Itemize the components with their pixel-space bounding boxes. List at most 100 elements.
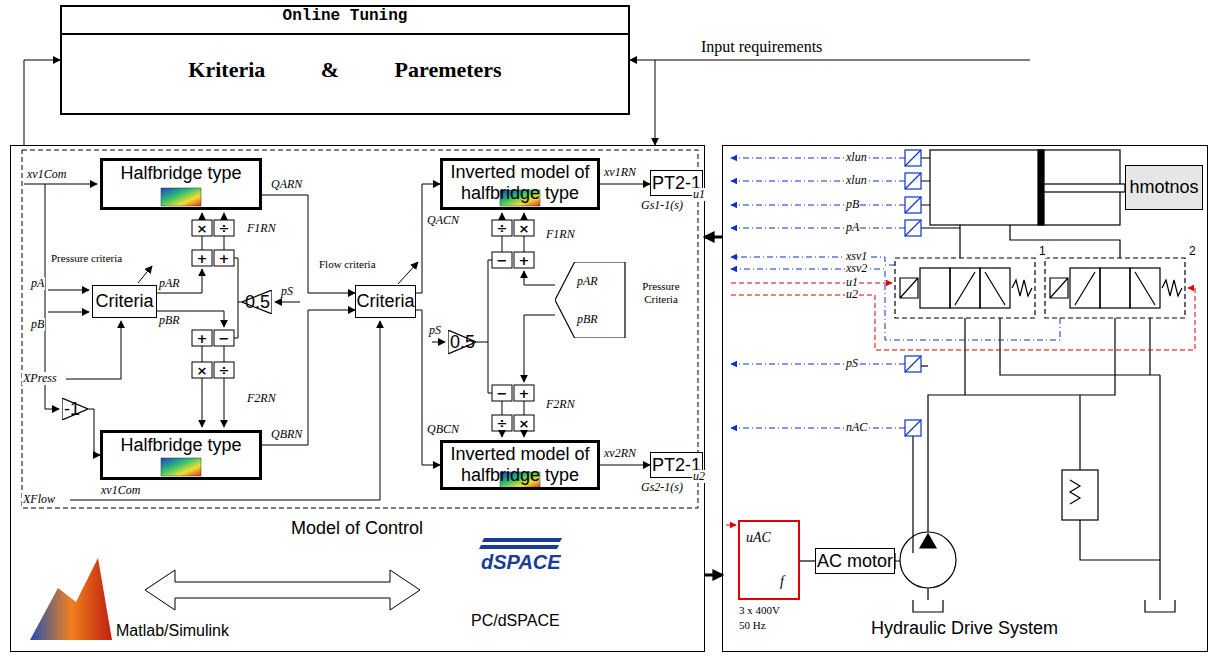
sensor-boxes xyxy=(905,150,921,436)
node-text: hmotnos xyxy=(1129,177,1198,198)
signal-label: Input requirements xyxy=(700,38,823,56)
control-wiring xyxy=(22,60,1030,508)
node-text: f xyxy=(780,574,784,590)
operator-symbol: ÷ xyxy=(493,221,511,235)
node-text: Kriteria & Paremeters xyxy=(62,57,628,83)
signal-label: pB xyxy=(30,318,45,331)
connector xyxy=(416,184,440,293)
signal-label: xlun xyxy=(845,174,868,187)
operator-symbol: + xyxy=(215,251,233,265)
hydraulic-schematic xyxy=(800,150,1185,612)
signal-label: F1RN xyxy=(246,222,277,235)
operator-symbol: × xyxy=(515,416,533,430)
signal-label: F2RN xyxy=(545,398,576,411)
signal-label: Pressure criteria xyxy=(50,252,123,264)
signal-label: 1 xyxy=(1038,244,1047,258)
node-text: uAC xyxy=(746,530,771,546)
operator-symbol: × xyxy=(193,221,211,235)
signal-label: pAR xyxy=(158,277,181,290)
signal-label: xlun xyxy=(845,151,868,164)
connector xyxy=(24,60,60,145)
gain-triangle: -1 xyxy=(62,398,88,420)
signal-label: F1RN xyxy=(545,228,576,241)
criteria-block: Criteria xyxy=(355,285,416,318)
signal-label: XPress xyxy=(22,372,58,385)
gain-triangle: 0.5 xyxy=(242,290,272,314)
gain-triangle: 0.5 xyxy=(448,330,476,354)
operator-symbol: × xyxy=(515,221,533,235)
operator-symbol: × xyxy=(193,363,211,377)
signal-label: pA xyxy=(30,277,45,290)
signal-label: F2RN xyxy=(246,392,277,405)
signal-label: dSPACE xyxy=(480,551,562,573)
node-text: Halfbridge type xyxy=(120,163,241,184)
signal-label: PC/dSPACE xyxy=(470,612,561,630)
node-text: Halfbridge type xyxy=(120,435,241,456)
signal-label: 50 Hz xyxy=(738,619,767,631)
signal-label: pA xyxy=(845,221,860,234)
connector xyxy=(262,310,355,445)
operator-symbol: ÷ xyxy=(493,416,511,430)
node-text: Criteria xyxy=(95,291,153,312)
connector xyxy=(262,195,355,293)
operator-symbol: − xyxy=(493,253,511,267)
criteria-arrow: pARpBRPressure Criteria xyxy=(555,262,695,338)
signal-label: u2 xyxy=(845,288,859,301)
signal-label: pS xyxy=(280,285,294,298)
operator-symbol: + xyxy=(515,253,533,267)
signal-label: QBCN xyxy=(426,423,460,436)
signal-label: Matlab/Simulink xyxy=(115,622,230,640)
tuning-box: Online TuningKriteria & Paremeters xyxy=(60,5,630,115)
signal-label: xv1Com xyxy=(26,168,67,181)
signal-label: Flow criteria xyxy=(318,258,377,270)
hydraulic-panel: Hydraulic Drive System hmotnos uAC f AC moto… xyxy=(722,145,1208,652)
signal-label: QBRN xyxy=(270,428,303,441)
control-signals xyxy=(726,283,1195,525)
motor-box: AC motor xyxy=(815,548,895,574)
signal-label: Gs2-1(s) xyxy=(640,481,684,494)
criteria-block: Criteria xyxy=(92,285,157,318)
operator-symbol: − xyxy=(493,386,511,400)
operator-symbol: ÷ xyxy=(215,363,233,377)
signal-label: QACN xyxy=(426,214,460,227)
inverse-model-block: Inverted model of halfbridge type xyxy=(440,440,600,490)
node-text: 0.5 xyxy=(450,332,475,353)
connector xyxy=(705,574,722,577)
connector xyxy=(630,60,655,145)
operator-symbol: − xyxy=(215,331,233,345)
node-text: -1 xyxy=(64,399,80,420)
signal-label: pS xyxy=(428,324,442,337)
operator-symbol: ÷ xyxy=(215,221,233,235)
operator-symbol: + xyxy=(193,331,211,345)
signal-label: u2 xyxy=(692,470,706,483)
signal-label: xv1RN xyxy=(603,166,637,179)
signal-label: u1 xyxy=(692,188,706,201)
signal-label: xv2RN xyxy=(603,447,637,460)
signal-label: nAC xyxy=(845,421,868,434)
connector xyxy=(600,465,650,466)
node-text: AC motor xyxy=(817,551,893,572)
inverse-model-block: Inverted model of halfbridge type xyxy=(440,158,600,210)
mass-box: hmotnos xyxy=(1125,165,1203,210)
model-block: Halfbridge type xyxy=(100,430,262,480)
signal-label: pBR xyxy=(158,314,181,327)
signal-label: XFlow xyxy=(22,493,56,506)
signal-label: QARN xyxy=(270,178,303,191)
model-block: Halfbridge type xyxy=(100,158,262,210)
node-text: pBR xyxy=(577,312,598,327)
node-text: Model of Control xyxy=(11,518,703,539)
connector xyxy=(600,184,650,185)
operator-symbol: + xyxy=(193,251,211,265)
control-panel: Model of ControlHalfbridge typeCriteria0… xyxy=(10,145,705,652)
signal-label: Gs1-1(s) xyxy=(640,199,684,212)
node-text: Inverted model of halfbridge type xyxy=(443,444,597,486)
node-text: Online Tuning xyxy=(62,7,628,35)
node-text: Pressure Criteria xyxy=(629,280,693,306)
connector xyxy=(88,409,100,455)
connector xyxy=(705,236,722,239)
node-text: Criteria xyxy=(356,291,414,312)
node-text: Hydraulic Drive System xyxy=(723,618,1206,639)
signal-label: pS xyxy=(845,357,859,370)
inverter-box: uAC f xyxy=(738,520,800,600)
signal-label: 3 x 400V xyxy=(738,604,781,616)
